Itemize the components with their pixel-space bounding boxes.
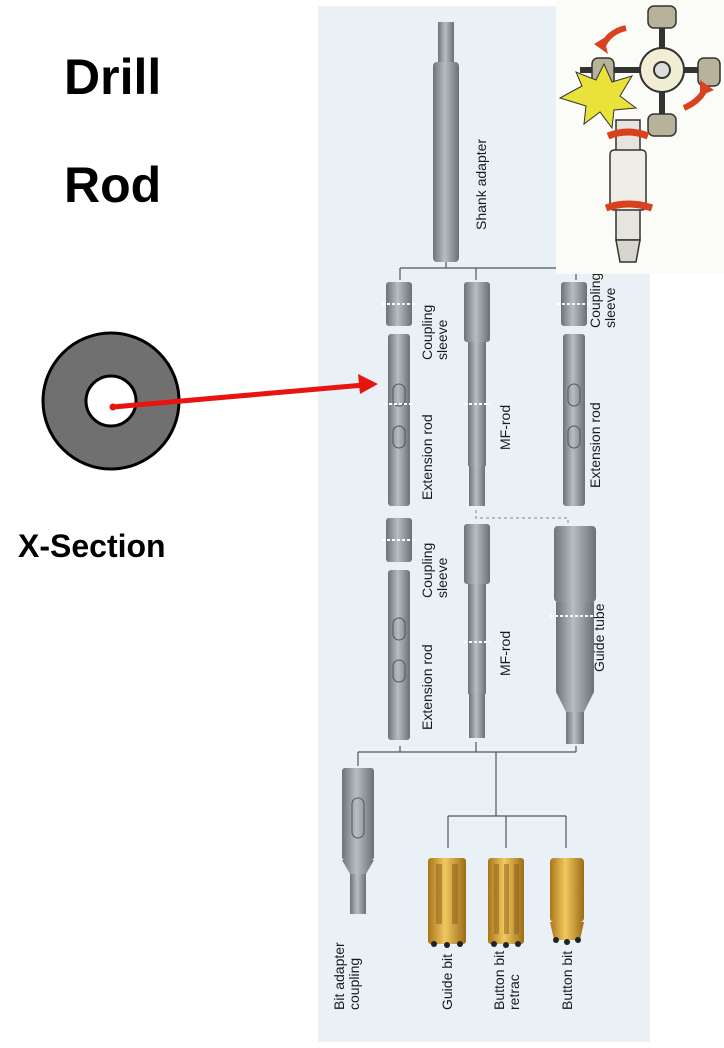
cartoon-bit bbox=[616, 240, 640, 262]
button-bit-part bbox=[550, 858, 584, 945]
label-mf-rod-1: MF-rod bbox=[498, 405, 513, 450]
button-bit-retrac-part bbox=[488, 858, 524, 948]
rotation-cartoon-illustration bbox=[556, 0, 724, 274]
title-drill: Drill bbox=[64, 52, 161, 102]
label-button-bit-retrac: Button bit retrac bbox=[492, 951, 521, 1010]
label-shank-adapter: Shank adapter bbox=[474, 139, 489, 230]
shank-adapter-body bbox=[433, 62, 459, 262]
label-bit-adapter-coupling: Bit adapter coupling bbox=[332, 942, 361, 1010]
cartoon-weight-bottom bbox=[648, 114, 676, 136]
top-branch-lines bbox=[400, 262, 576, 280]
label-mf-rod-2: MF-rod bbox=[498, 631, 513, 676]
label-guide-bit: Guide bit bbox=[440, 954, 455, 1010]
rotation-cartoon bbox=[556, 0, 724, 274]
shank-adapter-part bbox=[433, 22, 459, 262]
cartoon-arrow-3 bbox=[608, 132, 648, 136]
label-extension-rod-2: Extension rod bbox=[420, 644, 435, 730]
guide-bit-part bbox=[428, 858, 466, 948]
extension-rod-2-part bbox=[388, 570, 410, 740]
cartoon-weight-top bbox=[648, 6, 676, 28]
cartoon-arrow-4 bbox=[606, 204, 652, 208]
coupling-sleeve-2-part bbox=[382, 518, 416, 562]
cross-section-bore bbox=[86, 376, 136, 426]
title-rod: Rod bbox=[64, 160, 161, 210]
bit-adapter-coupling-part bbox=[342, 768, 374, 914]
label-button-bit: Button bit bbox=[560, 951, 575, 1010]
mf-rod-2-part bbox=[464, 524, 490, 738]
extension-rod-1-part bbox=[384, 334, 414, 506]
label-extension-rod-1: Extension rod bbox=[420, 414, 435, 500]
cross-section-figure bbox=[40, 330, 182, 472]
label-coupling-sleeve-3: Coupling sleeve bbox=[588, 273, 617, 328]
label-coupling-sleeve-1: Coupling sleeve bbox=[420, 305, 449, 360]
bottom-branch-lines bbox=[358, 742, 576, 848]
label-coupling-sleeve-2: Coupling sleeve bbox=[420, 543, 449, 598]
coupling-sleeve-1-part bbox=[382, 282, 416, 326]
coupling-sleeve-3-part bbox=[557, 282, 591, 326]
cross-section-label: X-Section bbox=[18, 530, 166, 562]
label-guide-tube: Guide tube bbox=[592, 604, 607, 673]
dashed-link bbox=[476, 510, 568, 526]
shank-adapter-neck bbox=[438, 22, 454, 62]
mf-rod-1-part bbox=[464, 282, 490, 506]
label-extension-rod-3: Extension rod bbox=[588, 402, 603, 488]
extension-rod-3-part bbox=[563, 334, 585, 506]
